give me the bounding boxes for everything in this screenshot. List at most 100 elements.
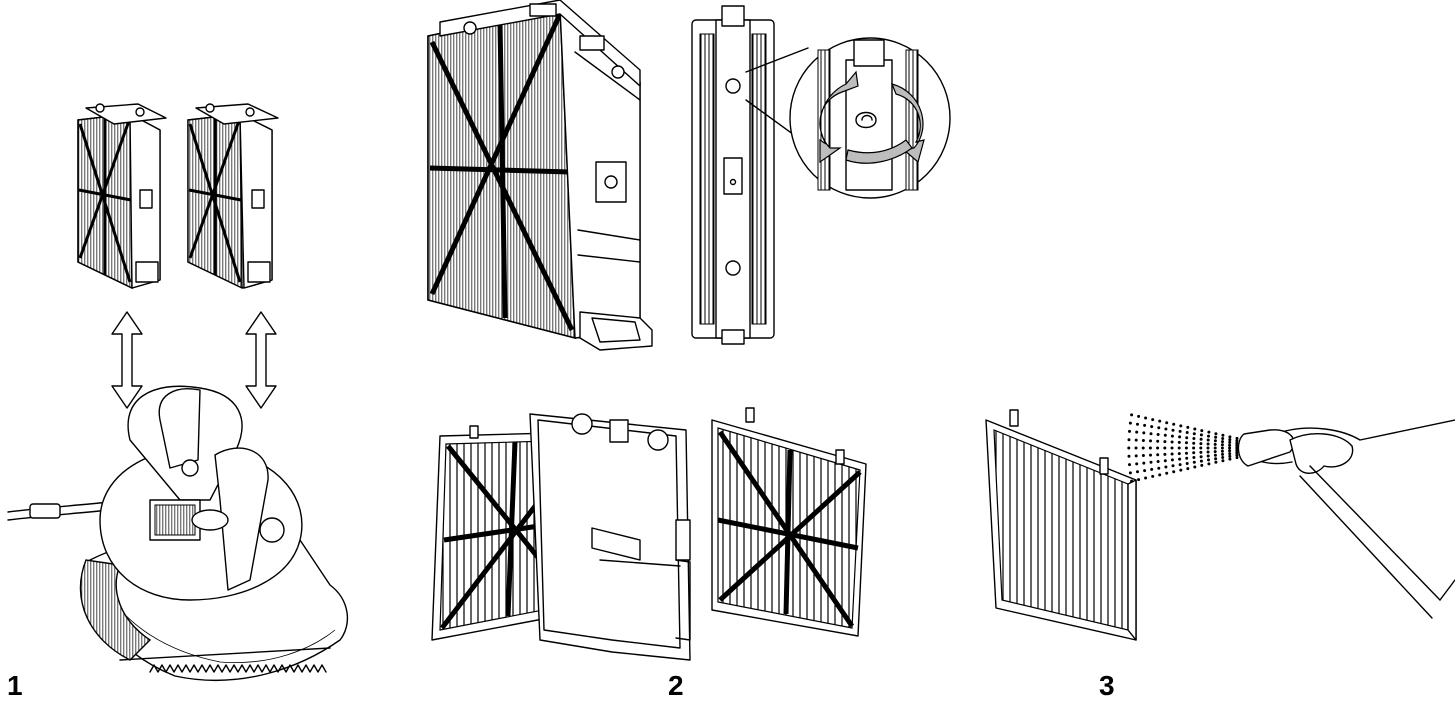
spray-dot: [1178, 429, 1182, 433]
spray-dot: [1214, 432, 1218, 436]
spray-dot: [1165, 421, 1169, 425]
spray-dot: [1130, 413, 1134, 417]
spray-dot: [1193, 427, 1197, 431]
rotate-arrow-right-icon: [845, 83, 925, 164]
spray-dot: [1178, 457, 1182, 461]
spray-dot: [1185, 456, 1189, 460]
spray-dot: [1186, 425, 1190, 429]
spray-dot: [1200, 463, 1204, 467]
spray-dot: [1228, 452, 1232, 456]
spray-dot: [1221, 459, 1225, 463]
spray-dot: [1171, 464, 1175, 468]
spray-dot: [1158, 419, 1162, 423]
spray-dot: [1141, 454, 1145, 457]
spray-dot: [1143, 469, 1147, 473]
front-view-cartridge: [691, 5, 775, 345]
spray-dot: [1199, 433, 1203, 437]
spray-dot: [1142, 431, 1146, 435]
spray-dot: [1185, 462, 1189, 465]
spray-dot: [1151, 418, 1155, 422]
spray-dot: [1172, 422, 1176, 426]
spray-dot: [1179, 424, 1183, 428]
magnifier-line-top: [745, 47, 809, 73]
spray-dot: [1199, 442, 1203, 446]
step1-illustration: [7, 103, 349, 682]
spray-dot: [1142, 461, 1146, 465]
spray-dot: [1199, 455, 1203, 459]
spray-dot: [1130, 479, 1134, 483]
spray-dot: [1177, 446, 1181, 450]
small-filter-cartridge-left: [77, 103, 167, 290]
step3-illustration: [985, 409, 1455, 641]
spray-dot: [1207, 462, 1211, 466]
spray-dot: [1221, 433, 1225, 437]
spray-dot: [1235, 436, 1239, 440]
spray-dot: [1206, 450, 1210, 454]
spray-dot: [1220, 443, 1224, 447]
spray-dot: [1136, 470, 1139, 474]
spray-dot: [1144, 476, 1148, 480]
spray-dot: [1151, 474, 1155, 478]
water-spray-dots: [1127, 413, 1239, 483]
spray-dot: [1235, 446, 1239, 450]
spray-dot: [1165, 471, 1169, 475]
spray-dot: [1164, 465, 1168, 469]
spray-dot: [1193, 465, 1197, 469]
spray-dot: [1141, 439, 1145, 442]
step-1-label: 1: [7, 670, 23, 701]
spray-dot: [1137, 414, 1141, 418]
step-2-label: 2: [668, 670, 684, 701]
step2-bottom-illustration: [431, 407, 867, 661]
spray-dot: [1137, 478, 1141, 482]
spray-dot: [1149, 460, 1153, 464]
spray-dot: [1228, 454, 1232, 458]
spray-dot: [1128, 463, 1131, 467]
spray-dot: [1192, 446, 1196, 450]
spray-dot: [1192, 456, 1196, 459]
spray-dot: [1157, 466, 1161, 470]
spray-dot: [1207, 434, 1210, 438]
spray-dot: [1214, 457, 1218, 461]
spray-dot: [1206, 446, 1210, 450]
spray-dot: [1149, 432, 1153, 436]
spray-dot: [1179, 468, 1183, 472]
spray-dot: [1171, 428, 1175, 432]
spray-dot: [1220, 449, 1224, 453]
large-filter-cartridge: [427, 0, 653, 351]
spray-dot: [1235, 448, 1239, 452]
spray-dot: [1177, 440, 1181, 444]
spray-dot: [1199, 450, 1203, 454]
spray-dot: [1220, 446, 1224, 450]
spray-dot: [1127, 446, 1131, 450]
spray-dot: [1206, 438, 1210, 442]
filter-housing-frame: [529, 413, 691, 661]
spray-dot: [1128, 421, 1132, 425]
filter-panel-right: [711, 407, 867, 637]
spray-dot: [1213, 450, 1217, 454]
spray-dot: [1192, 437, 1196, 440]
spray-dot: [1221, 440, 1224, 444]
spray-dot: [1170, 458, 1174, 462]
spray-dot: [1144, 416, 1148, 420]
spray-dot: [1127, 454, 1131, 458]
spray-dot: [1228, 449, 1232, 453]
spray-dot: [1135, 430, 1139, 434]
spray-dot: [1163, 446, 1167, 450]
rinsed-filter-panel: [985, 409, 1137, 641]
spray-dot: [1214, 460, 1218, 464]
robot-tread-teeth: [149, 664, 327, 673]
spray-dot: [1206, 454, 1210, 458]
spray-dot: [1141, 446, 1145, 450]
spray-dot: [1163, 433, 1167, 437]
spray-dot: [1150, 425, 1154, 429]
spray-dot: [1156, 453, 1160, 457]
spray-dot: [1213, 446, 1217, 450]
spray-dot: [1135, 462, 1139, 466]
spray-dot: [1214, 435, 1218, 439]
spray-dot: [1192, 432, 1196, 436]
spray-dot: [1185, 436, 1189, 440]
spray-dot: [1127, 438, 1131, 442]
spray-dot: [1199, 437, 1203, 441]
spray-dot: [1207, 430, 1211, 434]
